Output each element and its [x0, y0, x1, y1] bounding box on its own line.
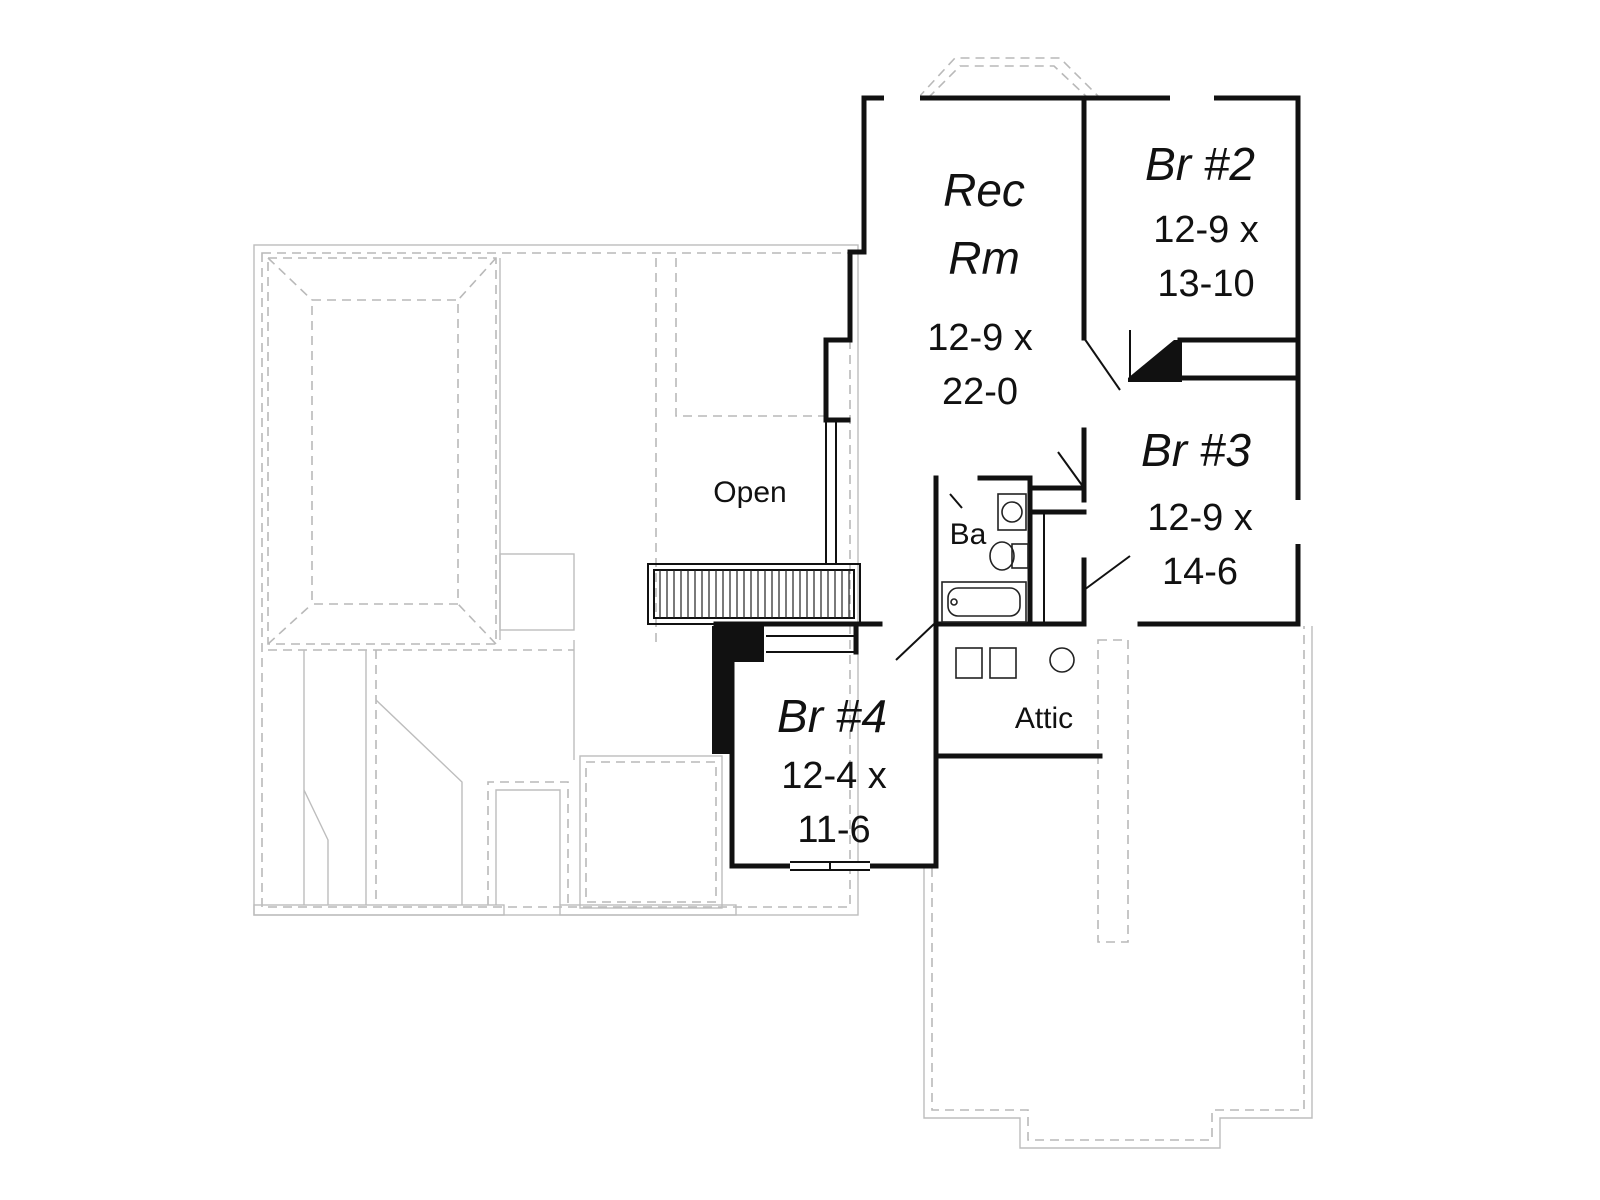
- door-swings: [895, 337, 1131, 661]
- br4-name: Br #4: [777, 690, 887, 742]
- rec-rm-dim-line1: 12-9 x: [927, 317, 1033, 359]
- bath-label: Ba: [950, 518, 987, 551]
- bath-fixtures: [941, 493, 1029, 623]
- br2-dim-line2: 13-10: [1157, 263, 1254, 305]
- br4-dim-line1: 12-4 x: [781, 755, 887, 797]
- br3-name: Br #3: [1141, 424, 1251, 476]
- open-label: Open: [713, 476, 786, 509]
- left-wing-roofline: [253, 244, 859, 916]
- walls: [647, 95, 1301, 869]
- rec-rm-name-line1: Rec: [943, 164, 1025, 216]
- garage-roofline: [923, 626, 1313, 1149]
- br2-name: Br #2: [1145, 138, 1255, 190]
- stair-treads: [659, 570, 850, 618]
- br2-dim-line1: 12-9 x: [1153, 209, 1259, 251]
- windows: [790, 94, 1302, 871]
- attic-label: Attic: [1015, 702, 1073, 735]
- br4-dim-line2: 11-6: [797, 809, 870, 851]
- br3-dim-line1: 12-9 x: [1147, 497, 1253, 539]
- attic-fixtures: [955, 647, 1075, 679]
- top-bay-roofline: [917, 57, 1101, 99]
- rec-rm-name-line2: Rm: [948, 232, 1020, 284]
- br3-dim-line2: 14-6: [1162, 551, 1238, 593]
- rec-rm-dim-line2: 22-0: [942, 371, 1018, 413]
